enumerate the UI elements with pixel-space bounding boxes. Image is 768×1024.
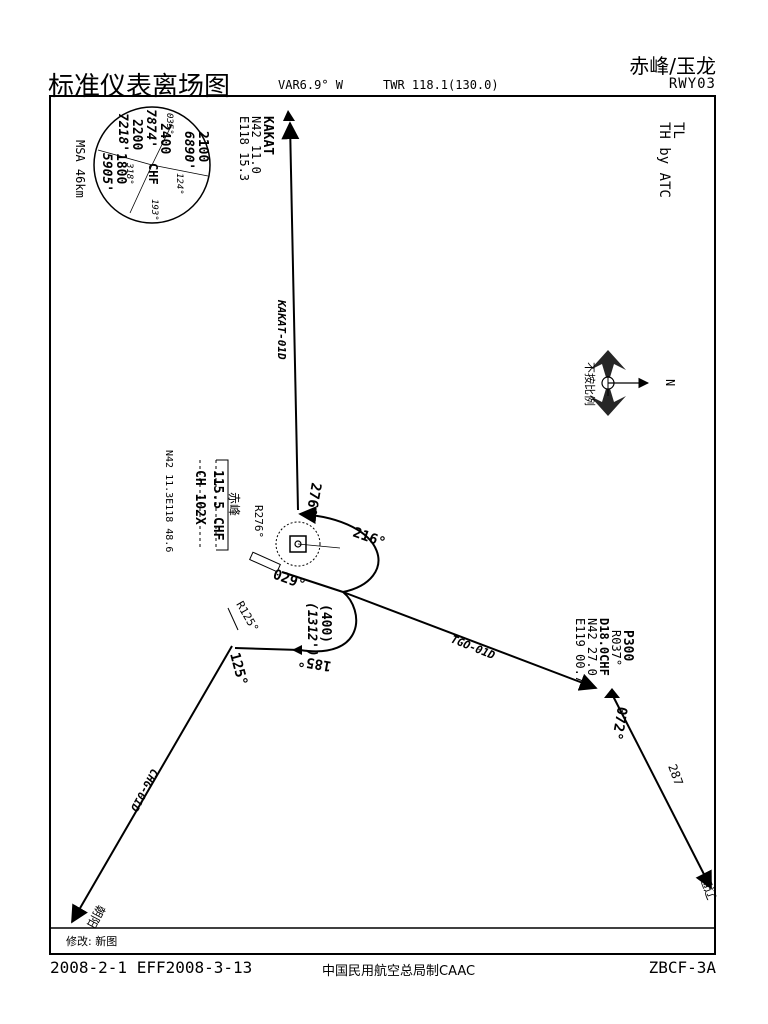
runway-heading: 029° xyxy=(271,567,308,594)
route-chg-line xyxy=(71,645,233,924)
kakat-lat: N42 11.0 xyxy=(249,116,263,174)
route-tgo-label: TGO-01D xyxy=(449,633,497,663)
msa-alt-2: 6890' xyxy=(181,131,196,170)
msa-bearing-2: 193° xyxy=(149,199,159,221)
msa-alt-1: 2100 xyxy=(195,131,210,162)
altitude-400: (400) xyxy=(318,604,333,643)
dest-chaoyang: 朝阳 xyxy=(84,903,108,931)
altitude-1312: (1312') xyxy=(304,602,319,657)
msa-circle xyxy=(93,106,211,224)
tower-frequency: TWR 118.1(130.0) xyxy=(383,78,499,92)
not-to-scale-label: 不按比例 xyxy=(583,362,597,406)
msa-center: CHF xyxy=(146,163,160,185)
navaid-coords: N42 11.3E118 48.6 xyxy=(163,450,174,552)
msa-alt-6: 7874' xyxy=(143,109,158,148)
navaid-frequency: 115.5 CHF xyxy=(210,470,225,541)
course-276: 276° xyxy=(302,481,324,517)
msa-alt-8: 7218' xyxy=(115,113,130,152)
north-label: N xyxy=(663,379,677,386)
effective-dates: 2008-2-1 EFF2008-3-13 xyxy=(50,958,253,977)
msa-label: MSA 46km xyxy=(73,140,87,198)
authority: 中国民用航空总局制CAAC xyxy=(322,964,476,979)
vor-dme-navaid xyxy=(275,521,341,567)
chart-code: ZBCF-3A xyxy=(648,958,716,977)
distance-287: 287 xyxy=(665,762,686,787)
chart-frame xyxy=(49,95,716,955)
msa-bearing-3: 035° xyxy=(164,113,174,135)
p300-lat: N42 27.0 xyxy=(585,618,599,676)
route-tgo-line xyxy=(342,591,598,691)
navaid-name: 赤峰 xyxy=(227,492,241,516)
airport-city: 赤峰/玉龙 xyxy=(629,54,716,78)
radial-276: R276° xyxy=(252,505,265,538)
transition-line-2: TH by ATC xyxy=(656,122,672,198)
p300-lon: E119 00.7 xyxy=(573,618,587,683)
kakat-fix-triangle xyxy=(283,110,295,121)
navaid-channel: CH 102X xyxy=(192,470,207,525)
course-072: 072° xyxy=(608,705,630,741)
p300-name: P300 xyxy=(620,630,635,661)
runway-symbol xyxy=(249,551,281,573)
route-kakat-line xyxy=(281,121,300,511)
p300-dme: D18.0CHF xyxy=(597,618,611,676)
course-216: 216° xyxy=(351,525,388,552)
msa-alt-5: 2400 xyxy=(157,123,172,154)
msa-diagram: 2100 6890' 1800 5905' 2400 7874' 2200 72… xyxy=(93,106,211,224)
kakat-lon: E118 15.3 xyxy=(237,116,251,181)
runway-label: RWY03 xyxy=(668,76,716,92)
route-072-line xyxy=(612,695,712,890)
msa-bearing-4: 318° xyxy=(124,162,134,185)
remarks: 修改: 新图 xyxy=(66,935,118,948)
kakat-name: KAKAT xyxy=(260,116,275,155)
route-chg-label: CHG-01D xyxy=(127,767,160,814)
turn-216-path xyxy=(298,506,380,593)
msa-bearing-1: 124° xyxy=(174,173,184,195)
msa-alt-3: 1800 xyxy=(113,153,128,184)
course-125: 125° xyxy=(226,651,250,688)
route-kakat-label: KAKAT-01D xyxy=(275,299,288,360)
p300-radial: R037° xyxy=(609,630,623,666)
course-185: 185° xyxy=(297,652,333,674)
msa-alt-7: 2200 xyxy=(129,119,144,150)
magnetic-variation: VAR6.9° W xyxy=(278,78,344,92)
p300-fix-triangle xyxy=(604,688,620,698)
north-arrow-compass xyxy=(590,350,650,416)
msa-alt-4: 5905' xyxy=(99,153,114,192)
transition-line-1: TL xyxy=(670,122,686,139)
turn-185-path xyxy=(234,591,358,653)
